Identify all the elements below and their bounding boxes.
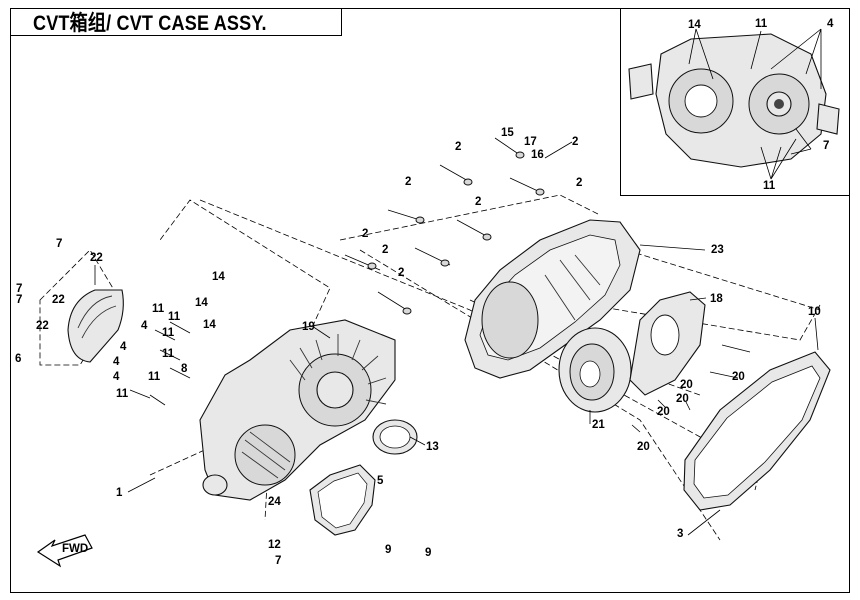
callout-2: 2: [455, 141, 461, 153]
callout-22: 22: [52, 294, 65, 306]
callout-4: 4: [141, 320, 148, 332]
callout-1: 1: [116, 487, 123, 499]
title-box: CVT箱组/ CVT CASE ASSY.: [10, 8, 342, 36]
bolt-set-2: [344, 137, 545, 315]
inset-callout-14: 14: [688, 19, 701, 31]
cover-6: [67, 289, 124, 363]
callout-21: 21: [592, 419, 605, 431]
callout-labels: 1 2 2 2 2 2 2 2 2 3 4 4 4 4 5 6 7 7 7 7 …: [15, 127, 821, 567]
outer-case-23: [464, 219, 641, 379]
callout-2: 2: [398, 267, 404, 279]
callout-7: 7: [56, 238, 62, 250]
callout-2: 2: [576, 177, 582, 189]
callout-11: 11: [162, 327, 175, 339]
detail-inset: 14 11 4 7 11: [620, 8, 850, 196]
callout-2: 2: [382, 244, 388, 256]
callout-18: 18: [710, 293, 723, 305]
callout-9: 9: [385, 544, 391, 556]
callout-6: 6: [15, 353, 21, 365]
callout-20: 20: [680, 379, 693, 391]
callout-19: 19: [302, 321, 315, 333]
cover-21: [558, 327, 632, 413]
bolt-set-11: [129, 321, 191, 406]
callout-13: 13: [426, 441, 439, 453]
diagram-frame: [10, 8, 850, 593]
callout-11: 11: [148, 371, 161, 383]
callout-10: 10: [808, 306, 821, 318]
gasket-5: [309, 464, 376, 536]
inset-callout-11: 11: [763, 180, 776, 192]
callout-20: 20: [732, 371, 745, 383]
callout-11: 11: [116, 388, 129, 400]
diagram-title: CVT箱组/ CVT CASE ASSY.: [33, 12, 267, 35]
callout-14: 14: [195, 297, 208, 309]
callout-14: 14: [212, 271, 225, 283]
callout-7: 7: [275, 555, 281, 567]
callout-11: 11: [168, 311, 181, 323]
callout-14: 14: [203, 319, 216, 331]
callout-20: 20: [637, 441, 650, 453]
callout-20: 20: [676, 393, 689, 405]
callout-8: 8: [181, 363, 188, 375]
callout-2: 2: [362, 228, 368, 240]
callout-17: 17: [524, 136, 537, 148]
callout-22: 22: [90, 252, 103, 264]
callout-5: 5: [377, 475, 384, 487]
fwd-arrow-icon: FWD: [36, 534, 93, 568]
left-case-1: [199, 319, 396, 501]
gasket-13: [372, 419, 418, 455]
callout-4: 4: [113, 356, 120, 368]
bolt-set-20: [631, 344, 751, 433]
gasket-3: [683, 351, 831, 511]
leader-lines: [94, 141, 819, 536]
callout-2: 2: [475, 196, 481, 208]
callout-23: 23: [711, 244, 724, 256]
inset-callout-7: 7: [823, 140, 829, 152]
callout-22: 22: [36, 320, 49, 332]
fwd-label: FWD: [62, 543, 88, 555]
callout-20: 20: [657, 406, 670, 418]
plate-18: [629, 291, 706, 396]
callout-2: 2: [405, 176, 411, 188]
callout-15: 15: [501, 127, 514, 139]
callout-11: 11: [162, 348, 175, 360]
callout-2: 2: [572, 136, 578, 148]
callout-16: 16: [531, 149, 544, 161]
callout-12: 12: [268, 539, 281, 551]
callout-7: 7: [16, 294, 22, 306]
callout-4: 4: [120, 341, 127, 353]
callout-3: 3: [677, 528, 683, 540]
inset-callout-11: 11: [755, 18, 768, 30]
callout-11: 11: [152, 303, 165, 315]
inset-callout-4: 4: [827, 18, 834, 30]
callout-4: 4: [113, 371, 120, 383]
callout-24: 24: [268, 496, 281, 508]
callout-7: 7: [16, 283, 22, 295]
inset-drawing: 14 11 4 7 11: [628, 18, 840, 192]
callout-9: 9: [425, 547, 431, 559]
